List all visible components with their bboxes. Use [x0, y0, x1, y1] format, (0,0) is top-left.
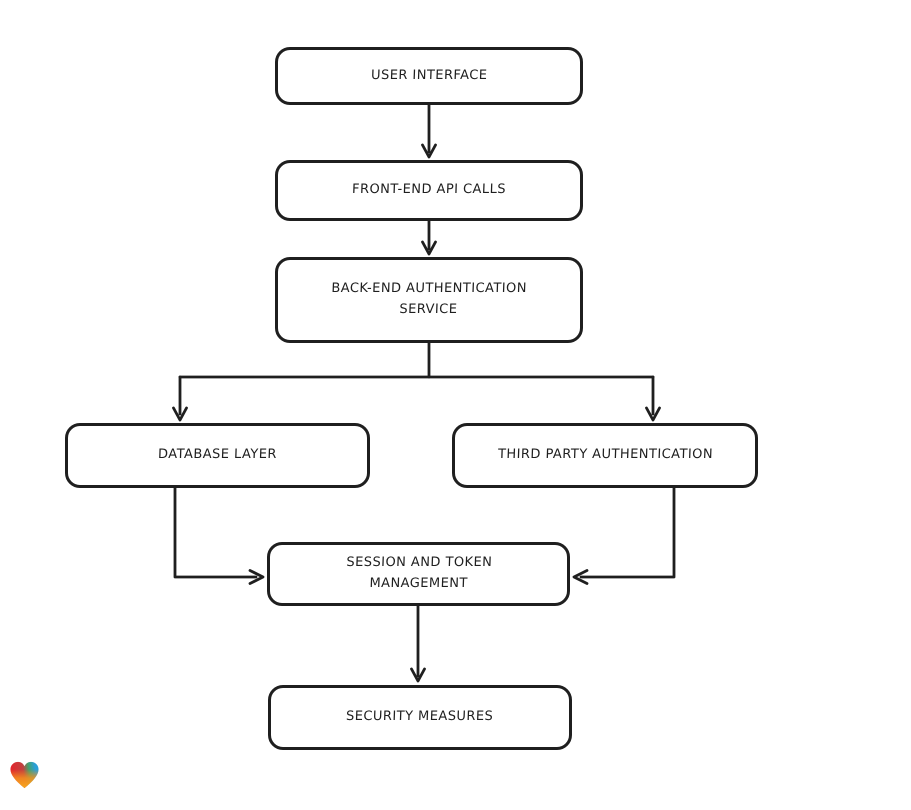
node-backend-auth-service-label: BACK-END AUTHENTICATION SERVICE — [331, 281, 528, 317]
node-security-measures-label: SECURITY MEASURES — [346, 709, 494, 725]
node-session-token-management-label: SESSION AND TOKEN MANAGEMENT — [345, 555, 493, 591]
edge-backend-auth-service-branch — [172, 341, 661, 422]
node-backend-auth-service[interactable]: BACK-END AUTHENTICATION SERVICE — [275, 257, 583, 343]
node-third-party-auth[interactable]: THIRD PARTY AUTHENTICATION — [452, 423, 758, 488]
edge-database-layer-to-session-token-management — [173, 486, 265, 585]
edge-session-token-management-to-security-measures — [410, 604, 426, 683]
edge-third-party-auth-to-session-token-management — [572, 486, 676, 585]
node-third-party-auth-label: THIRD PARTY AUTHENTICATION — [497, 447, 713, 463]
heart-icon — [10, 761, 39, 789]
node-frontend-api-calls-label: FRONT-END API CALLS — [351, 182, 507, 198]
node-database-layer-label: DATABASE LAYER — [157, 447, 278, 463]
node-user-interface-label: USER INTERFACE — [370, 67, 488, 83]
node-user-interface[interactable]: USER INTERFACE — [275, 47, 583, 105]
node-session-token-management[interactable]: SESSION AND TOKEN MANAGEMENT — [267, 542, 570, 606]
node-database-layer[interactable]: DATABASE LAYER — [65, 423, 370, 488]
edge-frontend-api-calls-to-backend-auth-service — [421, 219, 437, 256]
edge-user-interface-to-frontend-api-calls — [421, 103, 437, 159]
node-security-measures[interactable]: SECURITY MEASURES — [268, 685, 572, 750]
heart-logo — [9, 760, 40, 790]
node-frontend-api-calls[interactable]: FRONT-END API CALLS — [275, 160, 583, 221]
